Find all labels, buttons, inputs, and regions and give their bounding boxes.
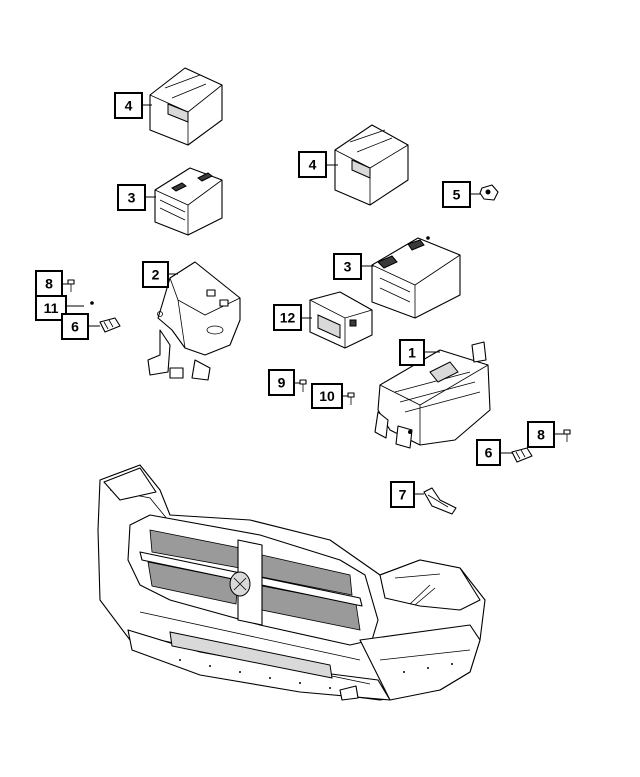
screw-8-right [563, 429, 571, 442]
callout-7: 7 [390, 481, 415, 508]
battery-tray [374, 341, 491, 449]
electronic-module [309, 291, 373, 349]
front-bumper-grille-assembly [97, 464, 486, 701]
callout-label: 12 [280, 310, 296, 326]
callout-label: 11 [44, 300, 59, 316]
callout-label: 6 [71, 319, 79, 335]
callout-label: 8 [45, 276, 53, 292]
callout-5: 5 [442, 181, 471, 208]
callout-label: 7 [399, 487, 407, 503]
callout-3-left: 3 [117, 184, 146, 211]
callout-label: 4 [309, 157, 317, 173]
clip-6-left [99, 317, 121, 333]
battery-insulator-right [334, 124, 409, 206]
callout-8-right: 8 [527, 421, 555, 448]
callout-label: 2 [152, 267, 160, 283]
clip-6-right [511, 447, 533, 463]
callout-label: 5 [453, 187, 461, 203]
callout-6-right: 6 [476, 439, 501, 466]
callout-4-right: 4 [298, 151, 327, 178]
callout-11: 11 [35, 295, 67, 321]
part-11-pin [90, 301, 94, 305]
callout-label: 9 [278, 375, 286, 391]
callout-6-left: 6 [61, 313, 89, 340]
callout-4-left: 4 [114, 92, 143, 119]
callout-label: 4 [125, 98, 133, 114]
battery-left [154, 167, 223, 236]
bolt-10 [347, 392, 355, 405]
callout-3-right: 3 [333, 253, 362, 280]
callout-1: 1 [399, 339, 425, 366]
callout-label: 8 [537, 427, 545, 443]
battery-insulator-left [149, 67, 223, 146]
callout-9: 9 [268, 369, 295, 396]
bracket-7 [423, 487, 457, 515]
callout-label: 10 [319, 388, 335, 404]
callout-label: 3 [128, 190, 136, 206]
battery-tray-bracket [147, 261, 241, 381]
callout-12: 12 [273, 304, 302, 331]
battery-right [371, 236, 461, 319]
bolt-9 [299, 379, 307, 392]
callout-10: 10 [311, 383, 343, 409]
callout-label: 3 [344, 259, 352, 275]
callout-label: 1 [408, 345, 416, 361]
clip-part-5 [479, 184, 499, 201]
callout-2: 2 [142, 261, 169, 288]
callout-8-left: 8 [35, 270, 63, 297]
screw-8-left [67, 279, 75, 292]
callout-label: 6 [485, 445, 493, 461]
